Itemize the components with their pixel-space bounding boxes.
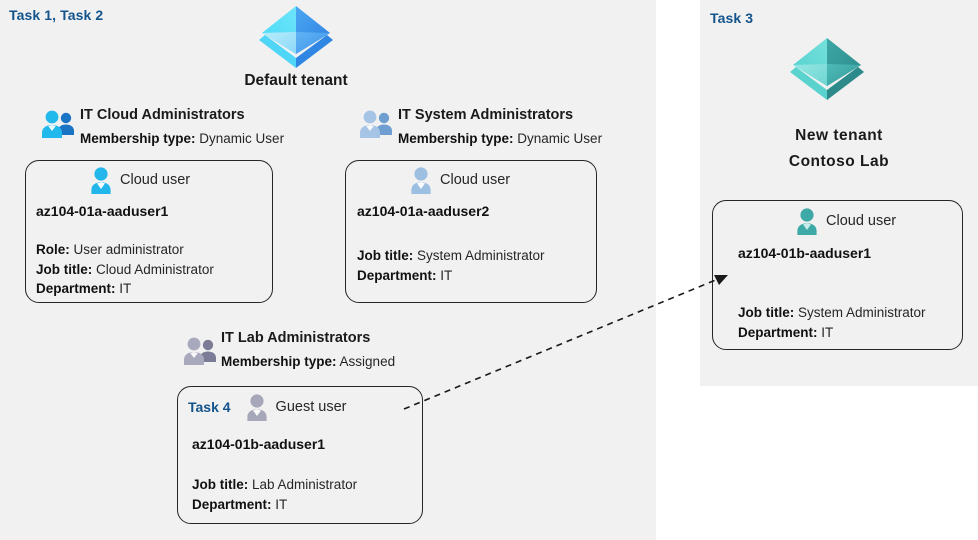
card-attributes: Job title: System Administrator Departme…	[357, 246, 545, 285]
attr-value: IT	[119, 281, 132, 296]
group-heading-system-administrators: IT System Administrators Membership type…	[398, 106, 602, 148]
azure-ad-tenant-icon	[255, 2, 337, 68]
default-tenant-panel	[0, 0, 656, 540]
attr-row: Role: User administrator	[36, 240, 214, 260]
attr-row: Job title: System Administrator	[357, 246, 545, 266]
task-label-3: Task 3	[710, 10, 754, 26]
attr-value: User administrator	[73, 242, 184, 257]
attr-key: Job title:	[738, 305, 795, 320]
group-users-icon	[357, 109, 395, 139]
attr-value: Cloud Administrator	[96, 261, 214, 277]
attr-row: Department: IT	[357, 266, 545, 286]
group-users-icon	[181, 336, 219, 366]
cloud-user-icon	[88, 166, 114, 194]
new-tenant-name-line2: Contoso Lab	[788, 153, 890, 170]
card-header: Task 4 Guest user	[188, 393, 346, 421]
attr-value: System Administrator	[417, 248, 545, 263]
task-label-1-2: Task 1, Task 2	[9, 7, 104, 23]
membership-type-value: Dynamic User	[199, 131, 285, 146]
new-tenant-name-line1: New tenant	[795, 127, 883, 144]
membership-type-value: Dynamic User	[517, 131, 603, 146]
group-membership-type: Membership type: Assigned	[221, 352, 395, 371]
cloud-user-icon	[408, 166, 434, 194]
attr-value: IT	[440, 267, 453, 283]
attr-key: Job title:	[357, 248, 414, 263]
attr-key: Job title:	[36, 261, 93, 277]
user-card[interactable]	[25, 160, 273, 303]
attr-key: Department:	[738, 324, 818, 340]
attr-row: Department: IT	[192, 495, 357, 515]
group-title: IT Lab Administrators	[221, 330, 371, 346]
task-label-4: Task 4	[188, 399, 231, 415]
group-title: IT Cloud Administrators	[80, 107, 245, 123]
card-header: Cloud user	[408, 166, 510, 194]
azure-ad-tenant-icon	[786, 34, 868, 100]
attr-value: Lab Administrator	[252, 477, 358, 492]
group-heading-lab-administrators: IT Lab Administrators Membership type: A…	[221, 329, 395, 371]
attr-row: Job title: System Administrator	[738, 303, 926, 323]
attr-row: Department: IT	[36, 279, 214, 299]
attr-row: Job title: Lab Administrator	[192, 475, 357, 495]
group-membership-type: Membership type: Dynamic User	[80, 129, 284, 148]
membership-type-key: Membership type:	[80, 131, 196, 146]
card-attributes: Job title: Lab Administrator Department:…	[192, 475, 357, 514]
attr-value: IT	[821, 324, 834, 340]
membership-type-value: Assigned	[339, 354, 396, 369]
attr-row: Department: IT	[738, 323, 926, 343]
card-attributes: Job title: System Administrator Departme…	[738, 303, 926, 342]
attr-key: Department:	[192, 496, 272, 512]
group-membership-type: Membership type: Dynamic User	[398, 129, 602, 148]
user-type-label: Cloud user	[120, 172, 191, 188]
attr-key: Job title:	[192, 477, 249, 492]
group-title: IT System Administrators	[398, 107, 574, 123]
card-header: Cloud user	[88, 166, 190, 194]
attr-key: Department:	[36, 281, 116, 296]
card-attributes: Role: User administrator Job title: Clou…	[36, 240, 214, 299]
card-header: Cloud user	[794, 207, 896, 235]
membership-type-key: Membership type:	[398, 131, 514, 146]
group-heading-cloud-administrators: IT Cloud Administrators Membership type:…	[80, 106, 284, 148]
group-users-icon	[39, 109, 77, 139]
user-type-label: Guest user	[275, 399, 347, 415]
user-type-label: Cloud user	[826, 213, 897, 229]
attr-value: IT	[275, 496, 288, 512]
card-username: az104-01b-aaduser1	[192, 436, 326, 452]
attr-key: Department:	[357, 267, 437, 283]
attr-row: Job title: Cloud Administrator	[36, 260, 214, 280]
attr-key: Role:	[36, 242, 70, 257]
user-card[interactable]	[177, 386, 423, 524]
membership-type-key: Membership type:	[221, 354, 337, 369]
card-username: az104-01a-aaduser2	[357, 203, 490, 219]
user-type-label: Cloud user	[440, 172, 511, 188]
user-card[interactable]	[712, 200, 963, 350]
card-username: az104-01a-aaduser1	[36, 203, 169, 219]
default-tenant-name: Default tenant	[244, 72, 348, 89]
card-username: az104-01b-aaduser1	[738, 245, 872, 261]
cloud-user-icon	[794, 207, 820, 235]
guest-user-icon	[244, 393, 270, 421]
attr-value: System Administrator	[798, 305, 926, 320]
